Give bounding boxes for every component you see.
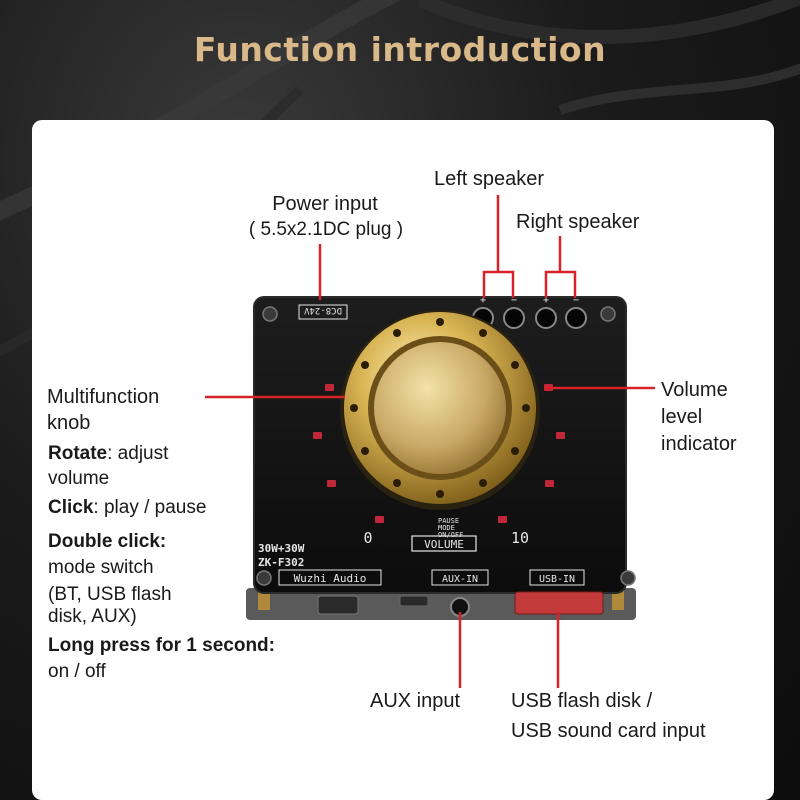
speaker-terminals: + − + − (472, 295, 587, 329)
right-minus-label: − (573, 295, 579, 306)
volume-indicator-line1: Volume (661, 379, 728, 401)
aux-input-label: AUX input (370, 690, 461, 712)
hint-onoff: ON/OFF (438, 531, 463, 539)
fn-double-line2: mode switch (48, 557, 154, 578)
fn-double-key: Double click (48, 531, 160, 552)
fn-long-rest: : (268, 635, 275, 656)
fn-double-line3: (BT, USB flash (48, 584, 172, 605)
power-input-label: Power input (272, 193, 378, 215)
usb-in-text: USB-IN (539, 574, 575, 585)
fn-long: Long press for 1 second: (48, 633, 275, 659)
volume-text: VOLUME (424, 538, 464, 551)
fn-rotate: Rotate: adjust (48, 441, 168, 467)
usb-silk-box (529, 569, 585, 586)
aux-silk-box (431, 569, 489, 586)
multifunction-knob[interactable] (340, 310, 540, 510)
aux-in-text: AUX-IN (442, 574, 478, 585)
right-plus-label: + (543, 295, 549, 306)
scale-min: 0 (363, 529, 372, 547)
fn-double-rest: : (159, 531, 167, 552)
volume-indicator-line2: level (661, 406, 703, 428)
voltage-text: DC8-24V (303, 305, 342, 315)
scale-max: 10 (511, 529, 529, 547)
left-minus-label: − (511, 295, 517, 306)
power-rating: 30W+30W (258, 542, 305, 555)
model-number: ZK-F302 (258, 556, 304, 569)
button-port (399, 595, 429, 607)
page-title: Function introduction (193, 30, 607, 69)
fn-rotate-key: Rotate (48, 443, 108, 464)
brand-silk-box (278, 569, 382, 586)
volume-indicator-line3: indicator (661, 433, 737, 455)
usb-a-port[interactable] (514, 591, 604, 615)
usb-input-line2: USB sound card input (511, 720, 706, 742)
right-speaker-label: Right speaker (516, 211, 640, 233)
fn-click: Click: play / pause (48, 495, 206, 521)
fn-long-line2: on / off (48, 661, 106, 682)
fn-long-key: Long press for 1 second (48, 635, 269, 656)
usb-c-port (317, 595, 359, 615)
voltage-silk-box (298, 304, 348, 320)
fn-double-line4: disk, AUX) (48, 606, 137, 627)
left-plus-label: + (480, 295, 486, 306)
hint-pause: PAUSE (438, 517, 459, 525)
knob-label-line2: knob (47, 412, 91, 434)
fn-click-key: Click (48, 497, 94, 518)
volume-silk-box (411, 535, 477, 552)
left-speaker-label: Left speaker (434, 168, 545, 190)
hint-mode: MODE (438, 524, 455, 532)
fn-rotate-rest: : adjust (107, 443, 169, 464)
power-input-spec: ( 5.5x2.1DC plug ) (248, 219, 404, 240)
brand-name: Wuzhi Audio (294, 572, 367, 585)
volume-leds (313, 384, 565, 523)
usb-input-line1: USB flash disk / (511, 690, 653, 712)
fn-click-rest: : play / pause (93, 497, 207, 518)
callout-lines (205, 195, 655, 688)
knob-label-line1: Multifunction (47, 386, 160, 408)
fn-rotate-line2: volume (48, 468, 110, 489)
fn-double: Double click: (48, 529, 166, 555)
